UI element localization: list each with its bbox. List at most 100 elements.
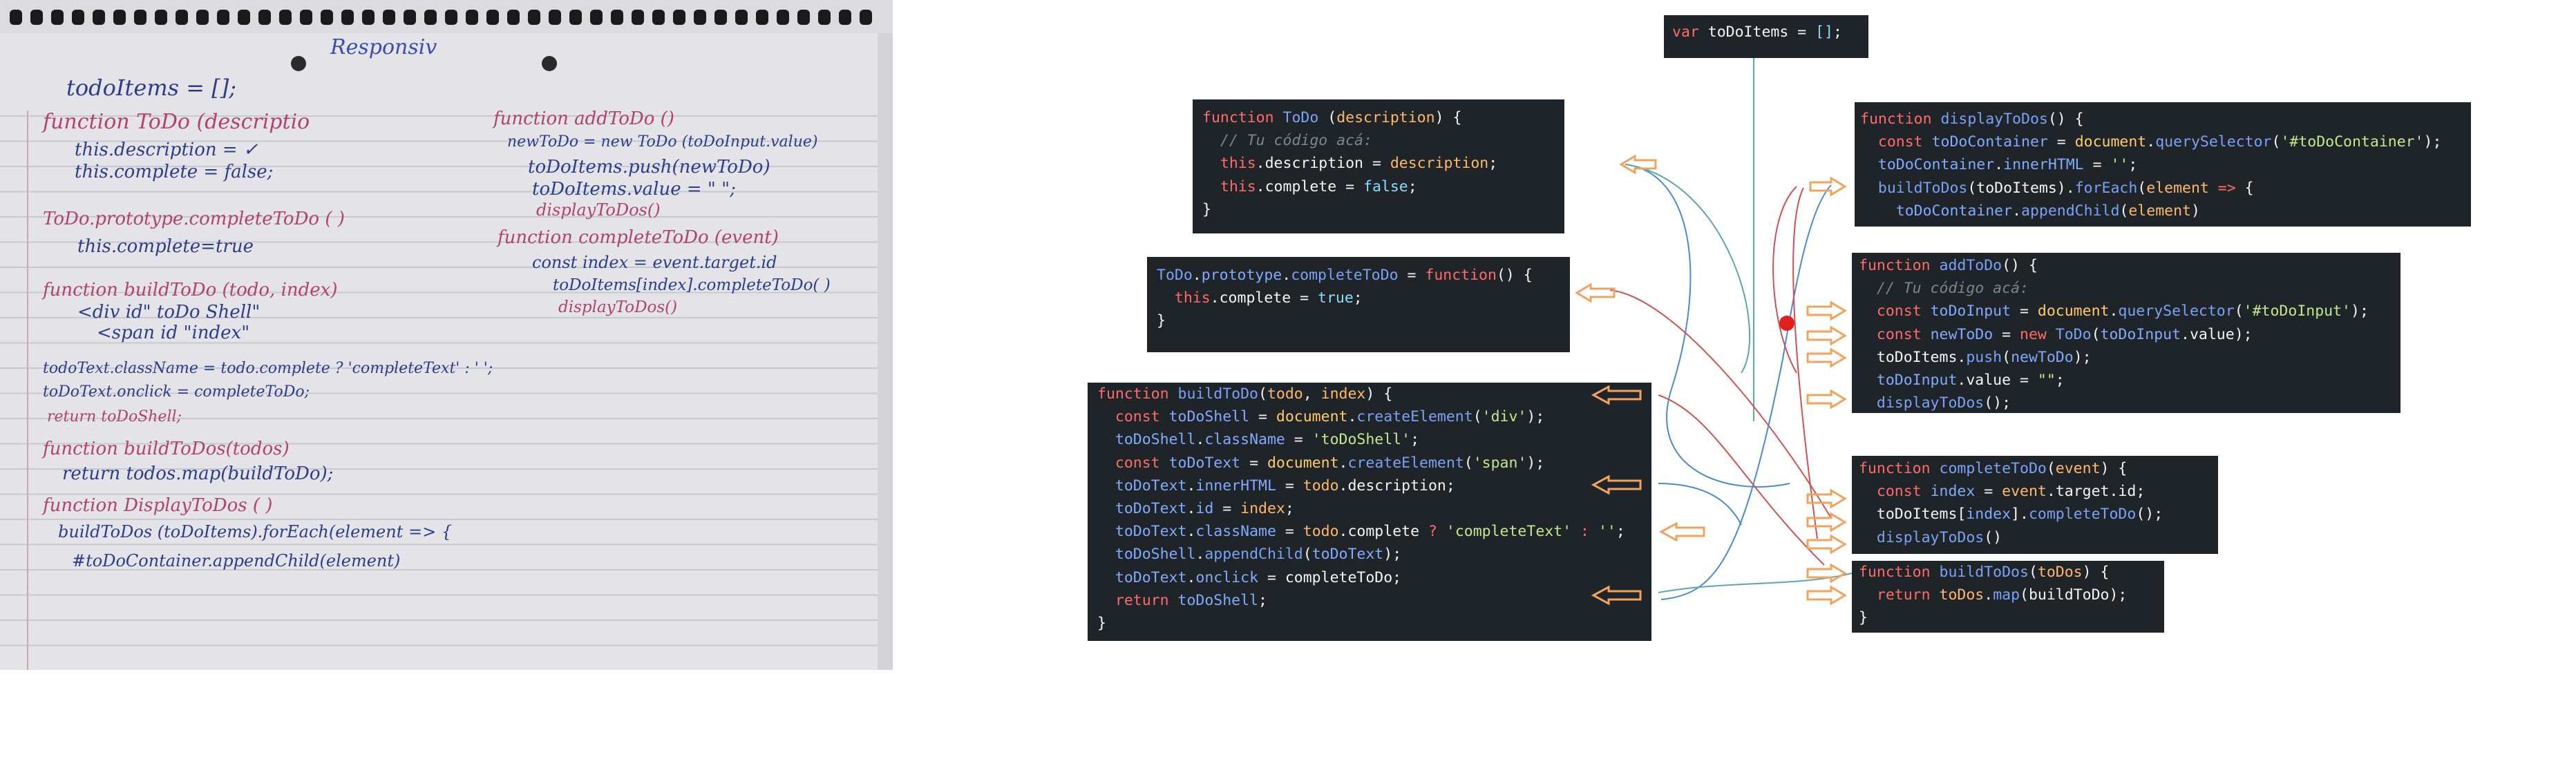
code-token: 'div'	[1481, 408, 1527, 426]
code-token: (	[2119, 202, 2129, 220]
code-token: this	[1157, 289, 1211, 307]
code-token: className	[1195, 523, 1276, 541]
spiral-hole	[756, 10, 768, 25]
spiral-hole	[72, 10, 84, 25]
hw-line-19: toDoItems.push(newToDo)	[528, 157, 770, 177]
hw-line-14: function DisplayToDos ( )	[41, 495, 272, 516]
code-token: innerHTML	[2003, 156, 2084, 174]
code-line: toDoShell.appendChild(toDoText);	[1097, 543, 1645, 566]
spiral-hole	[341, 10, 354, 25]
code-token: this	[1202, 155, 1256, 173]
code-token: toDoInput	[1930, 303, 2011, 320]
code-token: ;	[2128, 156, 2138, 174]
link-display-to-addtodo	[1772, 186, 1797, 374]
code-token: (	[1327, 109, 1337, 126]
code-token: () {	[1496, 267, 1533, 284]
code-token: ) {	[2082, 564, 2110, 581]
code-line: this.description = description;	[1202, 152, 1555, 175]
spiral-hole	[549, 10, 561, 25]
code-token: .	[1338, 454, 1348, 472]
code-token: toDos	[2037, 564, 2083, 581]
code-token: }	[1097, 614, 1106, 632]
hw-line-15: buildToDos (toDoItems).forEach(element =…	[58, 522, 452, 541]
spiral-hole	[258, 10, 271, 25]
code-token: element	[2128, 202, 2191, 220]
code-line: toDoContainer.appendChild(element)	[1860, 200, 2465, 222]
code-token: document	[2074, 133, 2147, 151]
code-token: =	[1797, 23, 1816, 41]
code-token: ToDo	[1157, 267, 1193, 284]
code-token: .complete =	[1210, 289, 1318, 307]
code-token: document	[1267, 454, 1339, 472]
code-token: .value);	[2181, 325, 2253, 343]
code-token: '#toDoInput'	[2243, 303, 2351, 320]
code-line: }	[1202, 198, 1555, 221]
code-line: const toDoInput = document.querySelector…	[1859, 300, 2394, 323]
code-token: todo	[1303, 523, 1339, 541]
code-line: function buildToDo(todo, index) {	[1097, 383, 1645, 405]
hw-line-21: displayToDos()	[536, 200, 661, 220]
code-token: new	[2020, 325, 2056, 343]
code-line: this.complete = false;	[1202, 175, 1555, 198]
spiral-hole	[134, 10, 146, 25]
arrow-into-complete-display	[1806, 534, 1847, 555]
code-token: =	[1398, 267, 1426, 284]
code-token: =	[2047, 133, 2075, 151]
code-token: }	[1202, 200, 1211, 218]
code-token: (	[1472, 408, 1482, 426]
code-line: return toDoShell;	[1097, 589, 1645, 612]
code-token: =	[1249, 408, 1276, 426]
code-token: (	[1464, 454, 1473, 472]
code-token: .	[2146, 133, 2156, 151]
code-token: .	[1984, 586, 1993, 604]
code-token: 'completeText'	[1446, 523, 1572, 541]
code-line: toDoContainer.innerHTML = '';	[1860, 153, 2465, 176]
spiral-hole	[652, 10, 665, 25]
arrow-group-right	[1806, 176, 1847, 606]
hw-line-13: return todos.map(buildToDo);	[62, 463, 333, 484]
code-token: toDoText	[1097, 499, 1187, 517]
code-token: // Tu código acá:	[1859, 280, 2029, 298]
spiral-hole	[424, 10, 437, 25]
code-token: ;	[1410, 431, 1420, 449]
spiral-hole	[30, 10, 43, 25]
code-token: toDoItems.	[1859, 348, 1967, 366]
code-token: .	[1186, 477, 1196, 495]
code-token: toDoShell	[1177, 591, 1259, 609]
spiral-hole	[486, 10, 499, 25]
code-token: displayToDos	[1859, 394, 1985, 412]
hw-line-1: function ToDo (descriptio	[41, 110, 310, 134]
code-line: return toDos.map(buildToDo);	[1859, 584, 2157, 606]
code-token: toDoContainer	[1860, 156, 1995, 174]
code-token: displayToDos	[1940, 111, 2048, 128]
code-line: }	[1157, 309, 1560, 332]
code-token: ;	[1285, 499, 1294, 517]
code-line: toDoInput.value = "";	[1859, 369, 2394, 392]
code-token: toDoInput	[2100, 325, 2181, 343]
arrow-into-display-foreach	[1809, 176, 1847, 197]
arrow-into-add-push	[1806, 347, 1847, 368]
code-token: =	[1975, 483, 2002, 501]
code-token: forEach	[2074, 179, 2138, 197]
code-line: const index = event.target.id;	[1859, 480, 2211, 503]
code-token: (	[2046, 460, 2056, 477]
code-line: toDoText.id = index;	[1097, 497, 1645, 520]
spiral-hole	[176, 10, 188, 25]
hw-line-7: <div id" toDo Shell"	[77, 302, 260, 323]
code-token: event	[2002, 483, 2047, 501]
code-token: document	[2037, 303, 2110, 320]
code-block-completetodo-prototype: ToDo.prototype.completeToDo = function()…	[1147, 257, 1570, 352]
code-token: () {	[2002, 257, 2038, 274]
link-completetodo-assignment	[1658, 573, 1853, 593]
arrow-into-add-queryselector	[1806, 300, 1847, 321]
code-token: appendChild	[2021, 202, 2120, 220]
marker-dot	[1779, 316, 1794, 331]
code-token: prototype	[1201, 267, 1282, 284]
spiral-hole	[362, 10, 375, 25]
code-token: ,	[1303, 385, 1321, 403]
code-token: ();	[2136, 506, 2163, 524]
code-token: ;	[1616, 523, 1625, 541]
link-buildtodo-to-display	[1660, 184, 1832, 600]
code-token: 'toDoShell'	[1311, 431, 1411, 449]
code-token: toDoText	[1168, 454, 1241, 472]
